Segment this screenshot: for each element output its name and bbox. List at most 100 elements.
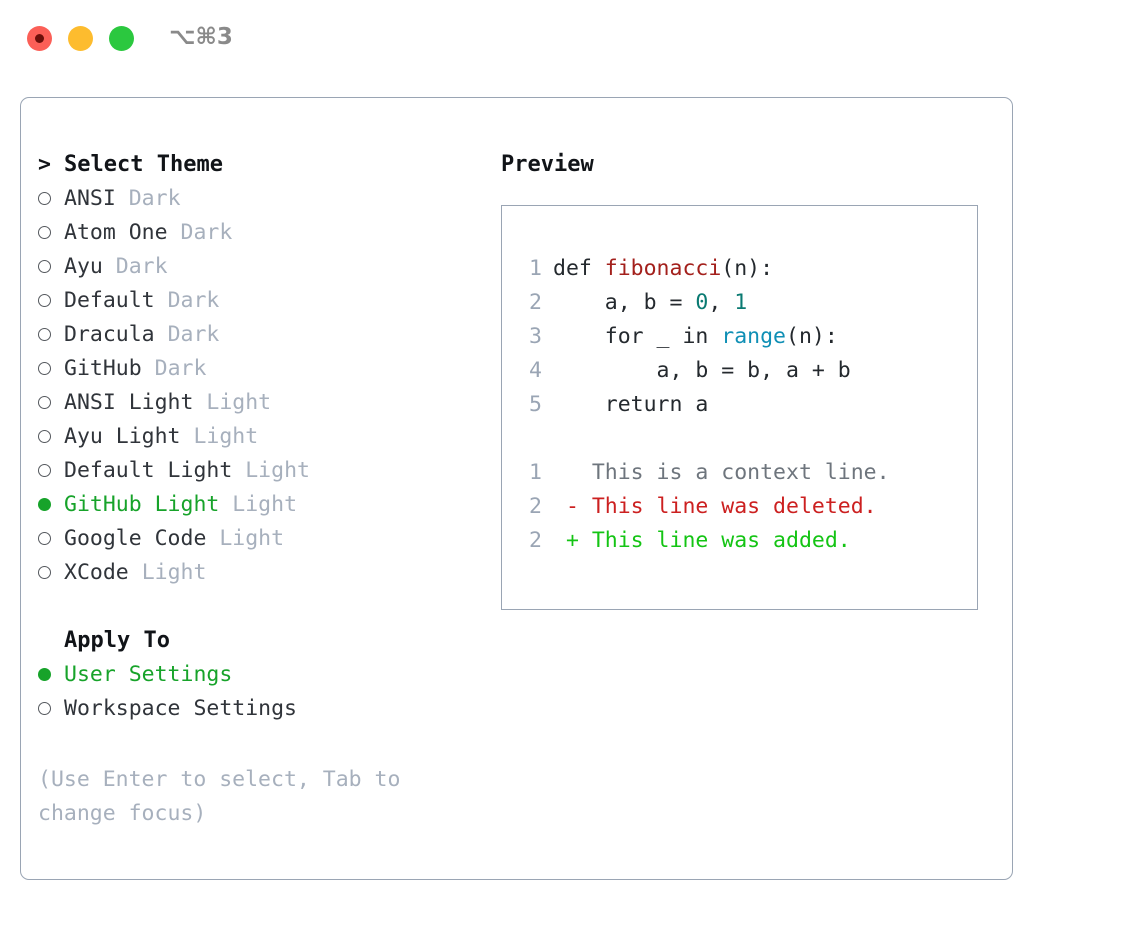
title-bar: ⌥⌘3 <box>0 0 1140 78</box>
theme-name: Default Light <box>64 458 233 483</box>
radio-marker <box>38 216 64 250</box>
radio-unselected-icon <box>38 429 51 443</box>
theme-variant-tag: Light <box>245 458 310 483</box>
code-line-text: def fibonacci(n): <box>553 252 773 286</box>
code-line: 2 - This line was deleted. <box>516 490 971 524</box>
radio-selected-icon <box>38 497 51 511</box>
radio-unselected-icon <box>38 361 51 375</box>
code-line: 2 + This line was added. <box>516 524 971 558</box>
theme-variant-tag: Dark <box>167 288 220 313</box>
code-line-text: - This line was deleted. <box>553 490 877 524</box>
code-line-text: for _ in range(n): <box>553 320 838 354</box>
radio-marker <box>38 556 64 590</box>
code-line-text: return a <box>553 388 709 422</box>
code-token: range <box>721 324 787 349</box>
theme-list-item[interactable]: Ayu Dark <box>38 250 478 284</box>
line-number: 2 <box>529 494 542 519</box>
code-token: return a <box>553 392 709 417</box>
code-line-text: This is a context line. <box>553 456 890 490</box>
theme-variant-tag: Light <box>232 492 298 517</box>
theme-list-item[interactable]: ANSI Light Light <box>38 386 478 420</box>
code-token: , <box>708 290 735 315</box>
theme-variant-tag: Dark <box>128 186 181 211</box>
code-token: 1 <box>734 290 748 315</box>
apply-to-title: Apply To <box>64 628 170 653</box>
apply-to-item[interactable]: Workspace Settings <box>38 692 478 726</box>
code-token: 0 <box>695 290 709 315</box>
theme-list-item[interactable]: Default Dark <box>38 284 478 318</box>
radio-unselected-icon <box>38 531 51 545</box>
radio-marker <box>38 182 64 216</box>
theme-list-item[interactable]: Atom One Dark <box>38 216 478 250</box>
theme-list-item[interactable]: XCode Light <box>38 556 478 590</box>
keyboard-hint: (Use Enter to select, Tab to change focu… <box>38 767 414 826</box>
traffic-lights <box>27 26 134 51</box>
radio-marker <box>38 692 64 726</box>
code-token: fibonacci <box>604 256 722 281</box>
code-line: 2 a, b = 0, 1 <box>516 286 971 320</box>
theme-list-item[interactable]: GitHub Dark <box>38 352 478 386</box>
theme-name: Dracula <box>64 322 155 347</box>
radio-marker <box>38 454 64 488</box>
radio-marker <box>38 352 64 386</box>
code-token: This is a context line. <box>553 460 890 485</box>
radio-unselected-icon <box>38 565 51 579</box>
theme-variant-tag: Light <box>206 390 272 415</box>
preview-title: Preview <box>501 152 594 177</box>
code-token: (n): <box>786 324 838 349</box>
code-token: + This line was added. <box>553 528 851 553</box>
theme-name: ANSI <box>64 186 116 211</box>
radio-marker <box>38 522 64 556</box>
code-token: a, b = b, a + b <box>553 358 851 383</box>
line-number: 2 <box>529 290 542 315</box>
code-line: 1 This is a context line. <box>516 456 971 490</box>
radio-marker <box>38 658 64 692</box>
maximize-button[interactable] <box>109 26 134 51</box>
code-token: - This line was deleted. <box>553 494 877 519</box>
line-number: 4 <box>529 358 542 383</box>
apply-to-item[interactable]: User Settings <box>38 658 478 692</box>
theme-list-item[interactable]: Ayu Light Light <box>38 420 478 454</box>
radio-unselected-icon <box>38 463 51 477</box>
theme-name: GitHub Light <box>64 492 220 517</box>
close-button[interactable] <box>27 26 52 51</box>
theme-list-item[interactable]: GitHub Light Light <box>38 488 478 522</box>
radio-unselected-icon <box>38 191 51 205</box>
window-title: ⌥⌘3 <box>169 24 233 50</box>
radio-selected-icon <box>38 667 51 681</box>
code-line <box>516 422 971 456</box>
theme-list-item[interactable]: Dracula Dark <box>38 318 478 352</box>
line-number: 2 <box>529 528 542 553</box>
theme-list-item[interactable]: Google Code Light <box>38 522 478 556</box>
select-theme-title: Select Theme <box>64 152 223 177</box>
radio-unselected-icon <box>38 395 51 409</box>
minimize-button[interactable] <box>68 26 93 51</box>
radio-unselected-icon <box>38 225 51 239</box>
code-token: (n): <box>721 256 774 281</box>
code-line-text: a, b = 0, 1 <box>553 286 747 320</box>
code-line-text: a, b = b, a + b <box>553 354 851 388</box>
theme-variant-tag: Dark <box>154 356 207 381</box>
theme-list-item[interactable]: Default Light Light <box>38 454 478 488</box>
code-token: def <box>553 256 605 281</box>
radio-marker <box>38 488 64 522</box>
theme-name: ANSI Light <box>64 390 194 415</box>
radio-unselected-icon <box>38 327 51 341</box>
theme-variant-tag: Dark <box>167 322 220 347</box>
code-line: 4 a, b = b, a + b <box>516 354 971 388</box>
theme-list-item[interactable]: ANSI Dark <box>38 182 478 216</box>
theme-name: GitHub <box>64 356 142 381</box>
line-number: 5 <box>529 392 542 417</box>
theme-name: Google Code <box>64 526 207 551</box>
code-line: 5 return a <box>516 388 971 422</box>
close-icon <box>35 34 44 43</box>
radio-marker <box>38 386 64 420</box>
theme-variant-tag: Light <box>193 424 259 449</box>
line-number <box>516 422 553 456</box>
